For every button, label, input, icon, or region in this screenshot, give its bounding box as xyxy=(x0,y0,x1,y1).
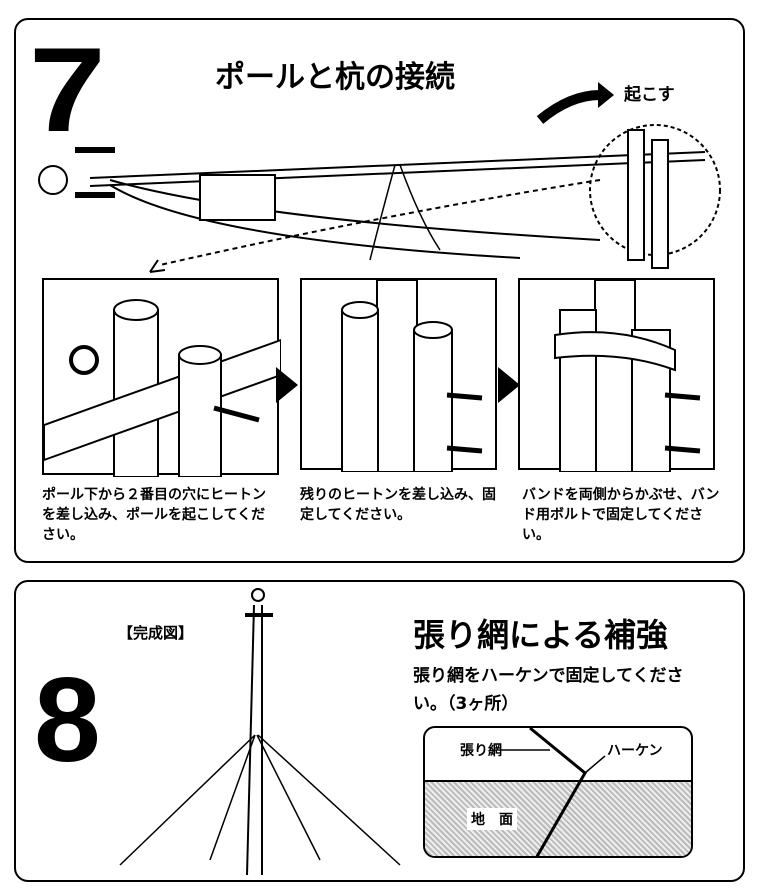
step-7c-illustration xyxy=(518,278,715,472)
step-8-title: 張り網による補強 xyxy=(413,616,669,654)
step-8-instruction: 張り網をハーケンで固定してください。（3ヶ所） xyxy=(413,666,684,714)
step-7b-illustration xyxy=(300,278,497,472)
step-7-number: 7 xyxy=(28,23,106,157)
step-arrow-icon xyxy=(498,367,520,403)
step-arrow-icon xyxy=(276,367,298,403)
step-8-number: 8 xyxy=(34,653,101,787)
guy-wire-label: 張り網 xyxy=(460,743,502,759)
guy-wire-detail: 張り網 ハーケン 地 面 xyxy=(423,726,693,858)
completed-label: 【完成図】 xyxy=(118,624,194,642)
step-7c-caption: バンドを両側からかぶせ、バンド用ボルトで固定してください。 xyxy=(522,487,720,543)
peg-label: ハーケン xyxy=(607,743,663,759)
step-7-title: ポールと杭の接続 xyxy=(215,60,455,95)
raise-arrow-icon xyxy=(536,90,601,124)
step-7-panel xyxy=(14,18,745,563)
step-7b-caption: 残りのヒートンを差し込み、固定してください。 xyxy=(300,487,496,523)
step-7a-caption: ポール下から２番目の穴にヒートンを差し込み、ポールを起こしてください。 xyxy=(42,487,266,543)
block-icon xyxy=(199,174,276,221)
weathervane-icon xyxy=(38,165,68,195)
ground-label: 地 面 xyxy=(467,808,517,830)
step-8-panel xyxy=(14,580,745,882)
raise-label: 起こす xyxy=(624,85,675,105)
